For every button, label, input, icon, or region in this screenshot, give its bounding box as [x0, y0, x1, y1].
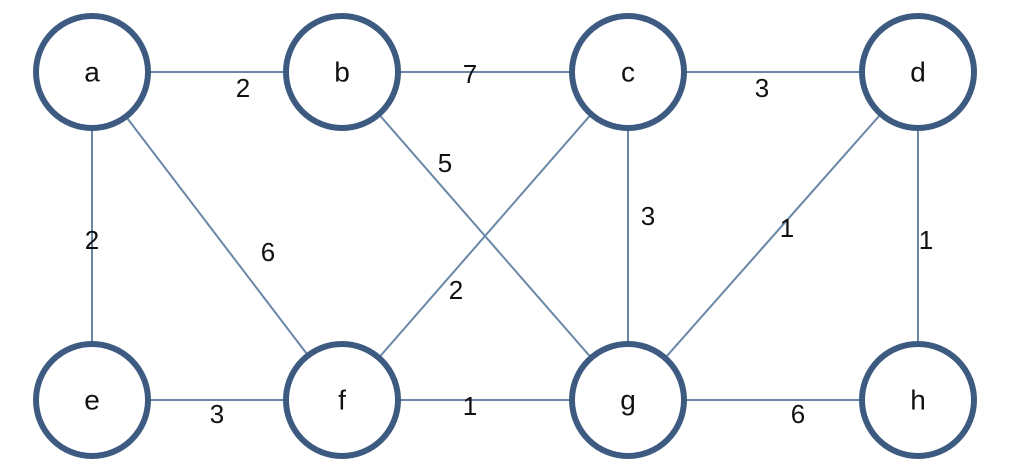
edge-weight-c-g: 3 [641, 201, 655, 231]
edge-weight-c-d: 3 [755, 73, 769, 103]
node-circle-e [33, 341, 151, 459]
node-h: h [859, 341, 977, 459]
node-circle-d [859, 13, 977, 131]
edge-weight-a-b: 2 [236, 73, 250, 103]
edge-labels-layer: 2 7 3 2 6 5 2 3 1 1 3 1 6 [85, 59, 933, 429]
node-d: d [859, 13, 977, 131]
node-circle-b [283, 13, 401, 131]
edge-weight-b-c: 7 [463, 59, 477, 89]
edge-weight-f-g: 1 [463, 391, 477, 421]
node-label-f: f [338, 385, 346, 416]
node-a: a [33, 13, 151, 131]
node-label-a: a [84, 57, 100, 88]
node-label-b: b [334, 57, 350, 88]
node-circle-g [569, 341, 687, 459]
edge-weight-d-g: 1 [780, 213, 794, 243]
node-c: c [569, 13, 687, 131]
nodes-layer: a b c d e f g h [33, 13, 977, 459]
node-label-c: c [621, 57, 635, 88]
node-label-g: g [620, 385, 636, 416]
edge-c-f [341, 71, 629, 401]
node-circle-f [283, 341, 401, 459]
node-label-d: d [910, 57, 926, 88]
edge-weight-e-f: 3 [210, 399, 224, 429]
edge-d-g [627, 71, 919, 401]
node-circle-h [859, 341, 977, 459]
edge-weight-a-e: 2 [85, 225, 99, 255]
node-g: g [569, 341, 687, 459]
edge-weight-d-h: 1 [919, 225, 933, 255]
edge-weight-b-g: 5 [438, 148, 452, 178]
edge-weight-g-h: 6 [791, 399, 805, 429]
node-label-e: e [84, 385, 100, 416]
node-circle-c [569, 13, 687, 131]
edge-a-f [91, 71, 343, 401]
node-f: f [283, 341, 401, 459]
node-label-h: h [910, 385, 926, 416]
edge-weight-c-f: 2 [449, 275, 463, 305]
node-e: e [33, 341, 151, 459]
edge-weight-a-f: 6 [261, 237, 275, 267]
node-b: b [283, 13, 401, 131]
node-circle-a [33, 13, 151, 131]
